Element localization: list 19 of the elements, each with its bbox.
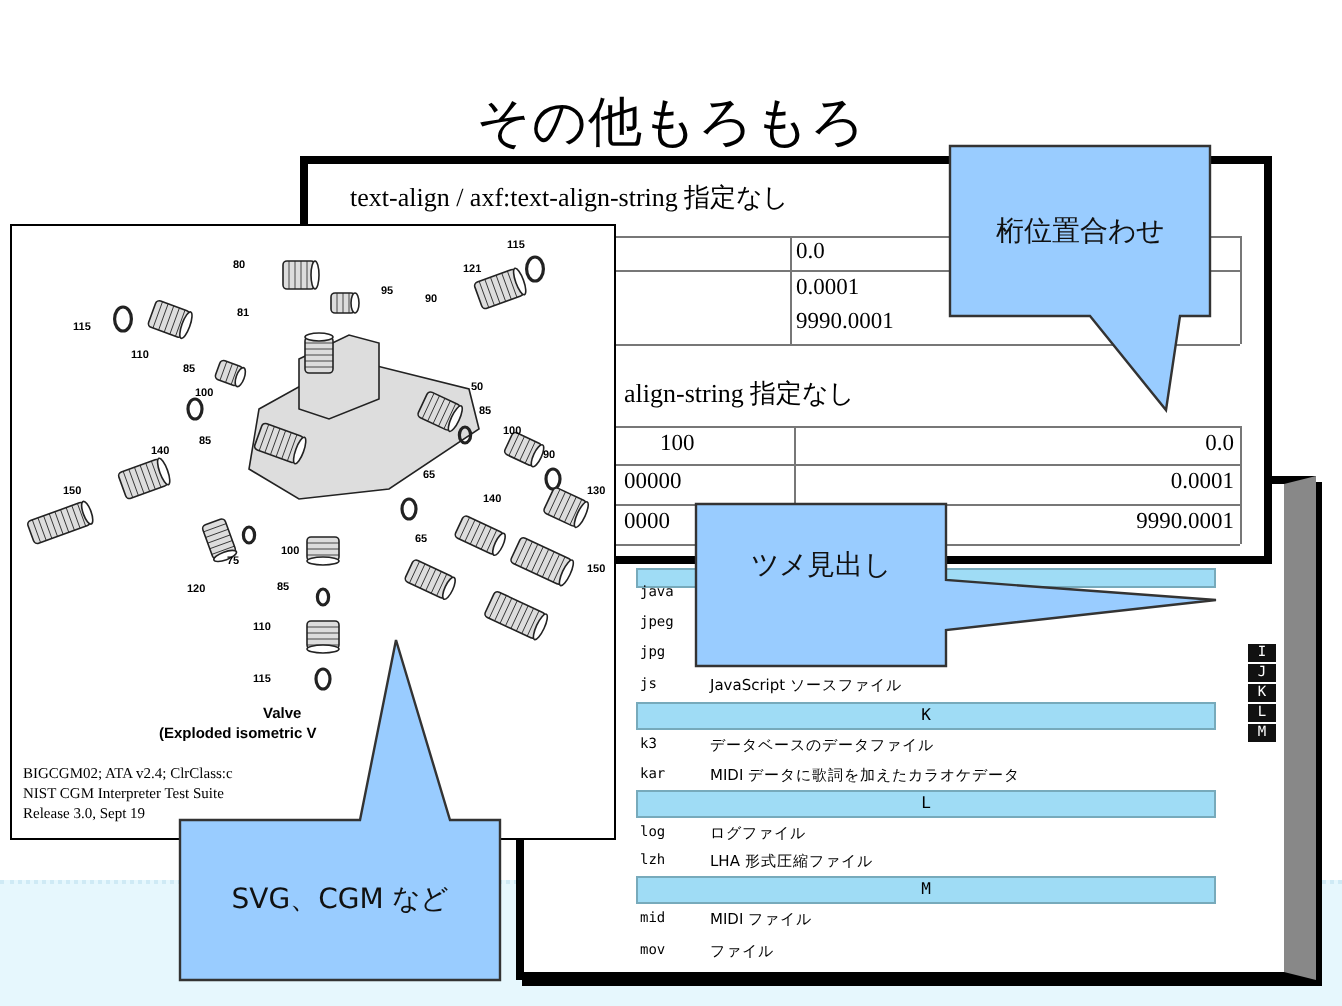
- section-header-bar: L: [636, 790, 1216, 818]
- cell-value: 0.0001: [1170, 472, 1234, 495]
- callout-text: 桁位置合わせ: [994, 213, 1166, 249]
- cell-value: 0000: [624, 512, 670, 535]
- cell-value: 9990.0001: [1136, 512, 1234, 535]
- section-header-bar: K: [636, 702, 1216, 730]
- callout-text: ツメ見出し: [749, 548, 893, 584]
- cell-value: 00000: [624, 472, 682, 495]
- cell-value: 9990.0001: [796, 312, 894, 335]
- cell-value: 0.0001: [796, 278, 860, 301]
- slide-title: その他もろもろ: [474, 96, 868, 150]
- section-header-bar: M: [636, 876, 1216, 904]
- cell-value: 0.0: [1205, 434, 1234, 457]
- cell-value: 0.0: [796, 242, 825, 265]
- callout-bubble: [950, 146, 1214, 414]
- table-heading: text-align / axf:text-align-string 指定なし: [350, 184, 789, 210]
- table-heading: align-string 指定なし: [624, 380, 855, 406]
- callout-text: SVG、CGM など: [229, 882, 451, 918]
- cell-value: 100: [660, 434, 695, 457]
